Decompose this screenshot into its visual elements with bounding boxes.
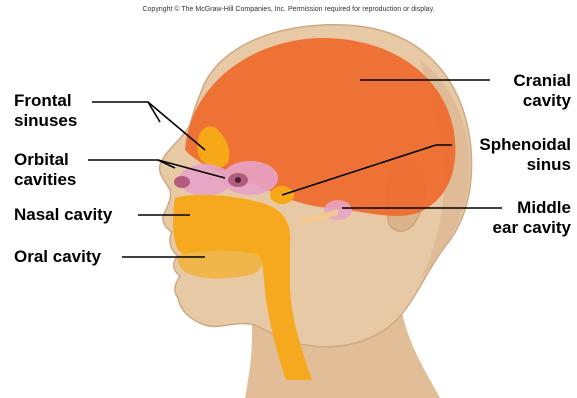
eye-far-pupil	[235, 177, 241, 183]
leader-frontal	[92, 102, 160, 122]
label-middle-ear-line2: ear cavity	[493, 218, 571, 238]
label-sphenoidal-sinus: Sphenoidal sinus	[479, 135, 571, 175]
label-orbital-line2: cavities	[14, 170, 76, 190]
label-cranial-cavity: Cranial cavity	[513, 71, 571, 111]
label-cranial-line1: Cranial	[513, 71, 571, 91]
label-orbital-line1: Orbital	[14, 150, 76, 170]
label-sphenoidal-line2: sinus	[479, 155, 571, 175]
eye-near	[174, 176, 190, 188]
label-frontal-line1: Frontal	[14, 91, 77, 111]
label-frontal-line2: sinuses	[14, 111, 77, 131]
oral-cavity-shape	[178, 250, 262, 278]
label-middle-ear-line1: Middle	[493, 198, 571, 218]
label-cranial-line2: cavity	[513, 91, 571, 111]
label-middle-ear-cavity: Middle ear cavity	[493, 198, 571, 238]
label-frontal-sinuses: Frontal sinuses	[14, 91, 77, 131]
label-nasal-cavity: Nasal cavity	[14, 205, 112, 225]
label-orbital-cavities: Orbital cavities	[14, 150, 76, 190]
label-sphenoidal-line1: Sphenoidal	[479, 135, 571, 155]
label-oral-cavity: Oral cavity	[14, 247, 101, 267]
